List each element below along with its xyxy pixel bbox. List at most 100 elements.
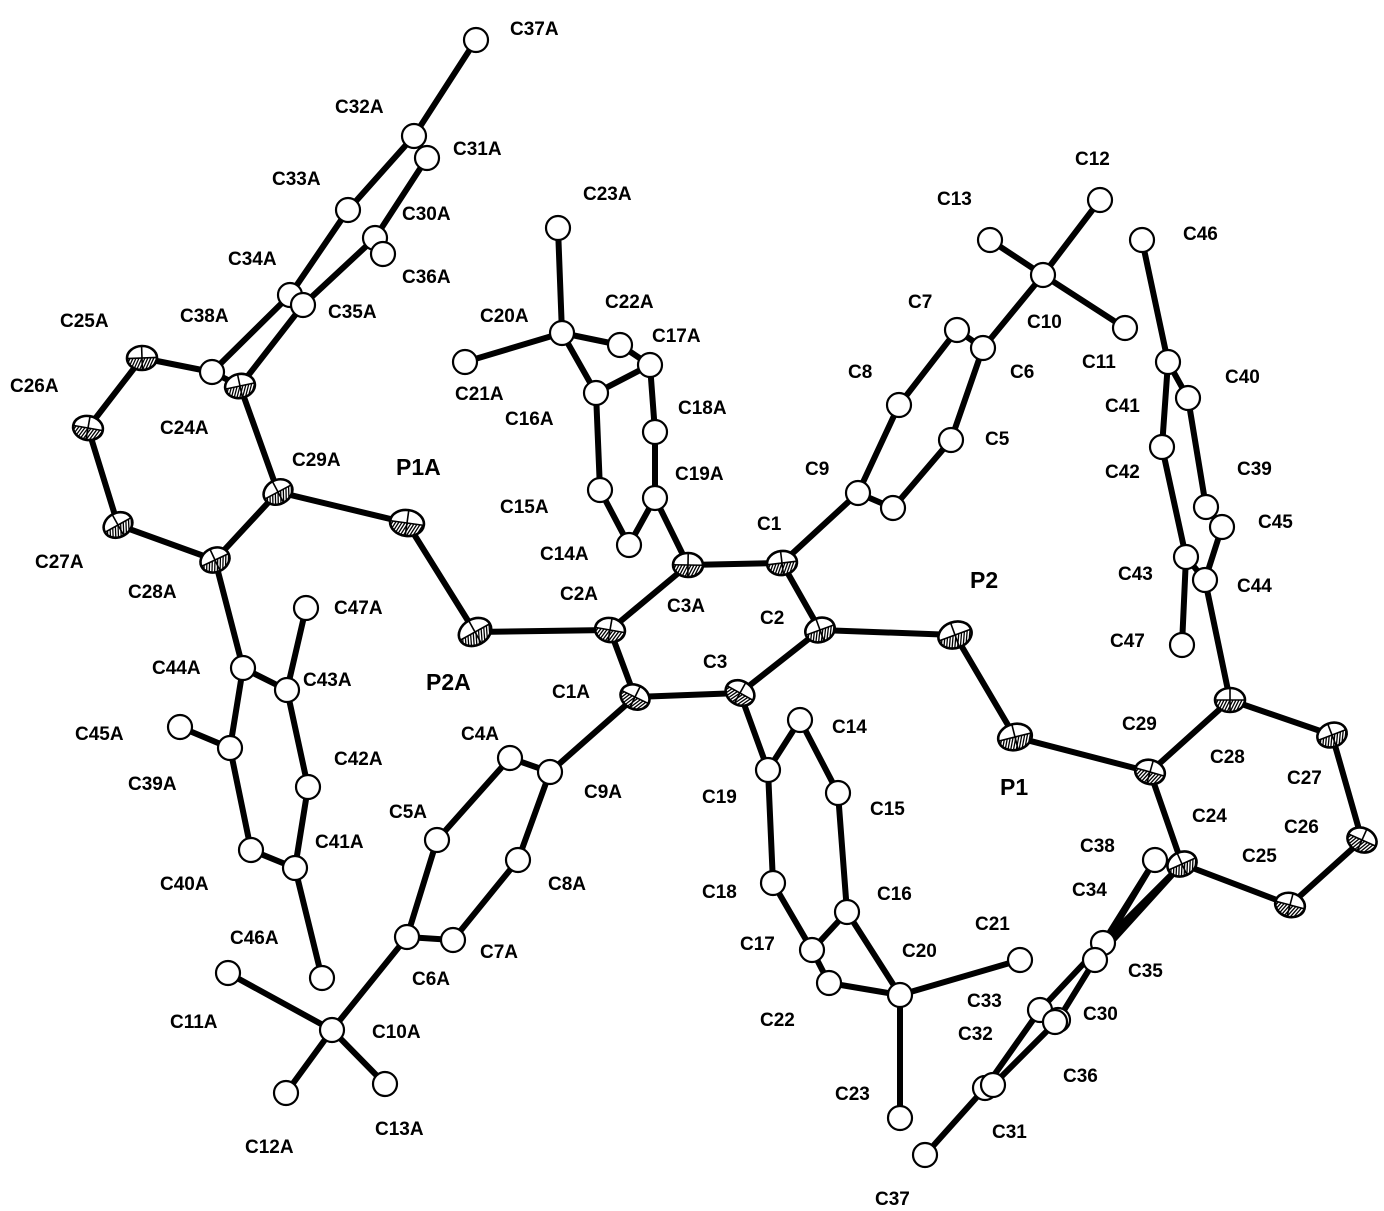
atom-c12a (272, 1079, 300, 1107)
label-c36: C36 (1063, 1066, 1098, 1087)
label-c46: C46 (1183, 224, 1218, 245)
label-c3: C3 (703, 652, 727, 673)
bond-c39-c40 (1185, 395, 1209, 510)
label-c9: C9 (805, 459, 829, 480)
label-c12a: C12A (245, 1137, 294, 1158)
atom-c35 (1081, 946, 1109, 974)
atom-p1a (388, 508, 426, 538)
atom-c38a (198, 358, 226, 386)
bond-c41-c46 (1139, 237, 1171, 365)
bond-c14-c15 (797, 717, 841, 796)
bond-p1a-p2a (404, 520, 478, 635)
bond-c4a-c5a (434, 755, 513, 843)
bond-c27-c26 (1329, 732, 1365, 843)
atom-c39a (216, 734, 244, 762)
label-c42a: C42A (334, 749, 383, 770)
atom-c11a (214, 959, 242, 987)
label-c11a: C11A (170, 1012, 218, 1033)
atom-p2 (937, 620, 973, 654)
label-c10: C10 (1027, 312, 1062, 333)
bond-c26-c25 (1287, 837, 1365, 908)
atom-c32a (400, 122, 428, 150)
label-c22: C22 (760, 1010, 795, 1031)
atom-c20a (548, 319, 576, 347)
bond-c27a-c28a (115, 522, 218, 563)
label-c21a: C21A (455, 384, 504, 405)
atom-c42a (294, 773, 322, 801)
atom-c25a (125, 344, 159, 372)
label-p2: P2 (970, 567, 998, 593)
bond-c20-c21 (897, 957, 1023, 998)
atom-p1 (995, 722, 1034, 754)
bond-c1a-c3 (632, 690, 743, 700)
label-c32a: C32A (335, 97, 384, 118)
label-c38: C38 (1080, 836, 1115, 857)
atom-c8 (885, 391, 913, 419)
bond-c34a-c38a (209, 292, 293, 375)
label-c46a: C46A (230, 928, 279, 949)
label-c3a: C3A (667, 596, 705, 617)
label-c45a: C45A (75, 724, 124, 745)
label-c40a: C40A (160, 874, 209, 895)
label-c43: C43 (1118, 564, 1153, 585)
label-c26: C26 (1284, 817, 1319, 838)
label-c1a: C1A (552, 682, 590, 703)
atom-c5a (423, 826, 451, 854)
bond-c15-c16 (835, 790, 850, 915)
label-c21: C21 (975, 914, 1010, 935)
atom-c28a (199, 546, 231, 578)
bond-p2-p1 (952, 632, 1018, 740)
bond-c28-c44 (1202, 577, 1233, 703)
atom-c18a (641, 418, 669, 446)
atom-c23 (886, 1104, 914, 1132)
bond-c44a-c39a (227, 665, 246, 751)
bond-c35a-c24a (237, 302, 306, 389)
bond-c42a-c41a (292, 784, 311, 871)
atom-c13 (976, 226, 1004, 254)
label-c7a: C7A (480, 942, 518, 963)
bond-c39a-c40a (227, 745, 254, 853)
label-c5a: C5A (389, 802, 427, 823)
label-c33: C33 (967, 991, 1002, 1012)
label-c29a: C29A (292, 450, 341, 471)
atom-c36a (369, 240, 397, 268)
label-c17: C17 (740, 934, 775, 955)
atom-c21a (451, 348, 479, 376)
bond-c6a-c10a (329, 934, 410, 1033)
label-c47: C47 (1110, 631, 1145, 652)
bond-c41a-c46a (292, 865, 325, 981)
bond-c33a-c34a (287, 207, 351, 298)
bond-c42-c43 (1159, 444, 1189, 560)
atom-c37 (911, 1141, 939, 1169)
bond-c31a-c30a (372, 155, 430, 241)
atom-c13a (371, 1070, 399, 1098)
atom-c28 (1213, 686, 1247, 714)
label-c30a: C30A (402, 204, 451, 225)
label-c11: C11 (1082, 352, 1116, 373)
label-c16a: C16A (505, 409, 554, 430)
label-c30: C30 (1083, 1004, 1118, 1025)
label-c35a: C35A (328, 302, 377, 323)
atom-c14a (615, 531, 643, 559)
bond-p1-c29 (1012, 734, 1153, 775)
label-c10a: C10A (372, 1022, 421, 1043)
label-c41a: C41A (315, 832, 364, 853)
atom-c22 (815, 969, 843, 997)
label-c6: C6 (1010, 362, 1034, 383)
label-p1: P1 (1000, 774, 1028, 800)
bond-c3a-c2a (607, 562, 691, 633)
bond-c43a-c47a (284, 605, 309, 693)
atom-c46 (1128, 226, 1156, 254)
bond-c24-c29 (1147, 769, 1185, 867)
label-c4a: C4A (461, 724, 499, 745)
label-c13a: C13A (375, 1119, 424, 1140)
bond-c9-c8 (855, 402, 902, 496)
atom-c44 (1191, 566, 1219, 594)
bond-c6-c10 (980, 272, 1046, 351)
bonds-layer (85, 37, 1365, 1158)
label-c20a: C20A (480, 306, 529, 327)
atom-c9a (536, 758, 564, 786)
label-c1: C1 (757, 514, 782, 535)
label-c39a: C39A (128, 774, 177, 795)
